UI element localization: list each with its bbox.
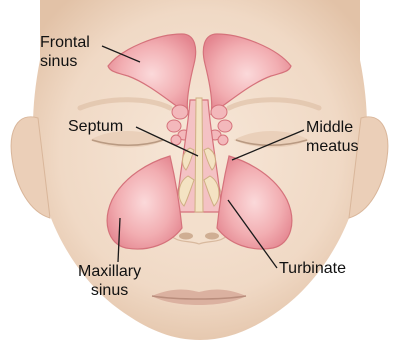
label-frontal-sinus-line2: sinus (40, 52, 90, 71)
label-maxillary-sinus-line1: Maxillary (78, 262, 141, 281)
label-frontal-sinus: Frontal sinus (40, 33, 90, 71)
label-maxillary-sinus: Maxillary sinus (78, 262, 141, 300)
label-middle-meatus: Middle meatus (306, 118, 358, 156)
label-turbinate: Turbinate (279, 259, 346, 278)
label-middle-meatus-line2: meatus (306, 137, 358, 156)
label-septum: Septum (68, 117, 123, 136)
label-middle-meatus-line1: Middle (306, 118, 358, 137)
label-maxillary-sinus-line2: sinus (78, 281, 141, 300)
label-frontal-sinus-line1: Frontal (40, 33, 90, 52)
